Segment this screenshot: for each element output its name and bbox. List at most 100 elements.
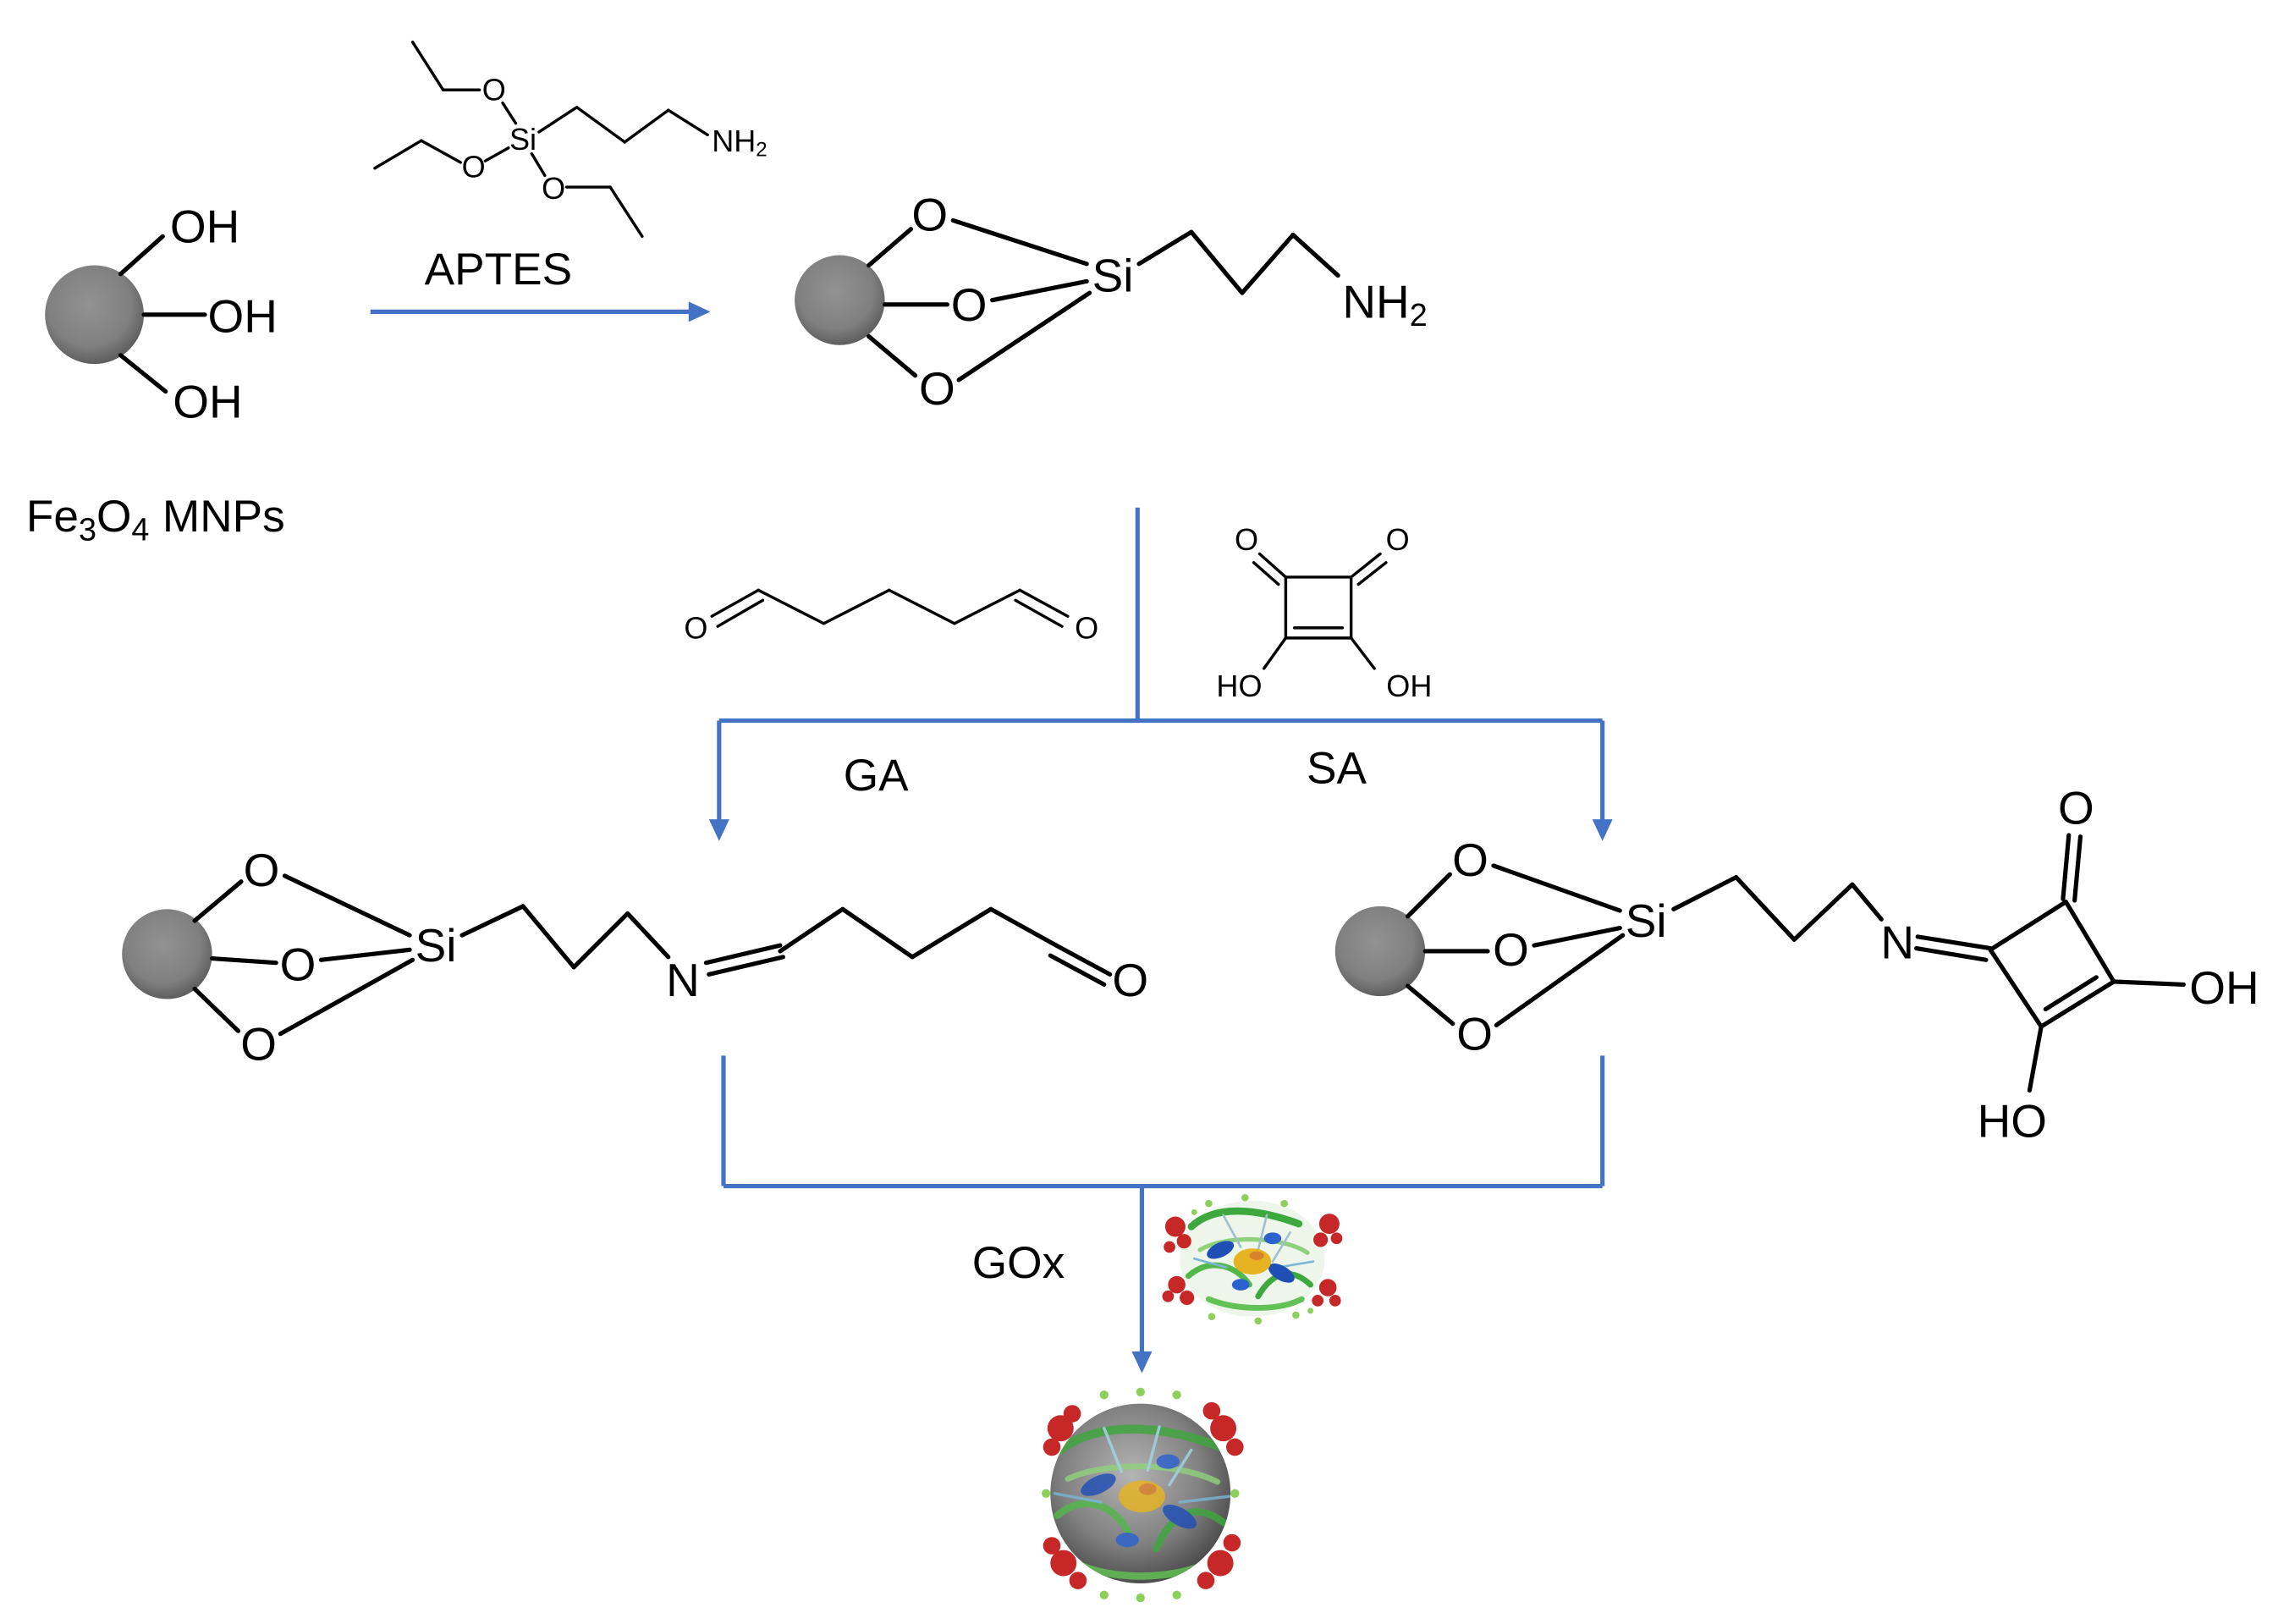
single-bond (1262, 636, 1288, 670)
gox-label: GOx (972, 1238, 1065, 1288)
nitrogen-label: N (666, 954, 700, 1006)
reaction-arrow (370, 301, 711, 322)
single-bond (625, 911, 671, 960)
protein-structure-icon (1162, 1193, 1343, 1325)
single-bond (1136, 229, 1194, 267)
nanoparticle-sphere (795, 255, 885, 345)
single-bond (530, 151, 547, 178)
single-bond (192, 986, 241, 1033)
single-bond (623, 108, 670, 144)
oxygen-label: O (1493, 923, 1529, 976)
single-bond (420, 139, 462, 164)
ring-bond (2063, 900, 2116, 984)
single-bond (373, 139, 423, 170)
single-bond (537, 106, 579, 134)
name-part: MNPs (162, 491, 285, 541)
single-bond (608, 185, 644, 238)
oxygen-label: O (482, 73, 506, 107)
single-bond (501, 101, 518, 125)
hydroxyl-label: OH (208, 290, 278, 343)
nanoparticle-sphere (45, 265, 144, 365)
hydroxyl-label: HO (1216, 669, 1262, 703)
name-part: O (96, 491, 131, 541)
aminated-nanoparticle: O O O Si NH2 (795, 189, 1428, 415)
oxygen-label: O (1235, 522, 1258, 557)
single-bond (953, 588, 1021, 625)
single-bond (1532, 926, 1622, 948)
single-bond (520, 904, 576, 970)
single-bond (1290, 232, 1340, 278)
ga-functionalized-nanoparticle: O O O Si N O (122, 844, 1148, 1071)
aptes-structure: O O O Si NH2 (373, 40, 768, 238)
single-bond (459, 904, 525, 938)
single-bond (1850, 882, 1884, 922)
amine-main: NH (1342, 275, 1409, 328)
single-bond (210, 955, 278, 966)
oxygen-label: O (951, 278, 988, 331)
oxygen-label: O (542, 171, 565, 206)
double-bond (2061, 833, 2083, 903)
fe3o4-nanoparticle: OH OH OH (45, 200, 278, 428)
oxygen-label: O (1386, 522, 1410, 557)
arrow-head (1592, 819, 1613, 841)
double-bond (1349, 552, 1388, 586)
oxygen-label: O (919, 362, 955, 415)
squaric-acid-structure: O O HO OH (1216, 522, 1432, 703)
silicon-label: Si (1092, 250, 1134, 302)
single-bond (278, 957, 415, 1037)
ring-bond (1988, 947, 2044, 1029)
single-bond (1494, 933, 1626, 1027)
hydroxyl-label: OH (2189, 961, 2259, 1014)
branch-connector (708, 507, 1613, 841)
single-bond (822, 588, 891, 625)
amine-label: NH2 (712, 124, 767, 161)
hydroxyl-label: OH (170, 200, 239, 252)
single-bond (667, 108, 709, 137)
double-bond (703, 943, 785, 977)
arrow-head (688, 301, 711, 322)
sa-functionalized-nanoparticle: O O O Si N O OH HO (1334, 781, 2259, 1147)
oxygen-label: O (244, 844, 280, 896)
amine-subscript: 2 (756, 138, 767, 161)
oxygen-label: O (2058, 781, 2094, 834)
amine-label: NH2 (1342, 275, 1427, 332)
sa-label: SA (1307, 744, 1367, 794)
silicon-label: Si (1626, 895, 1667, 947)
single-bond (910, 906, 993, 960)
single-bond (867, 333, 918, 378)
single-bond (956, 290, 1092, 383)
single-bond (867, 227, 914, 268)
name-subscript: 4 (131, 511, 149, 547)
single-bond (571, 911, 630, 970)
single-bond (778, 906, 845, 954)
oxygen-label: O (684, 610, 707, 645)
ring-bond (2039, 979, 2116, 1029)
single-bond (2027, 1024, 2044, 1093)
double-bond (1252, 552, 1288, 586)
double-bond (1014, 588, 1070, 628)
single-bond (757, 588, 826, 625)
single-bond (118, 234, 165, 277)
single-bond (887, 588, 956, 625)
name-subscript: 3 (79, 511, 96, 547)
single-bond (2111, 979, 2186, 987)
single-bond (118, 353, 168, 394)
nanoparticle-sphere (122, 909, 212, 999)
oxygen-label: O (240, 1018, 277, 1071)
single-bond (483, 146, 510, 162)
glutaraldehyde-structure: O O (684, 588, 1098, 645)
single-bond (575, 106, 626, 144)
oxygen-label: O (1452, 834, 1488, 886)
single-bond (1406, 983, 1455, 1027)
protein-shell (1041, 1387, 1244, 1603)
oxygen-label: O (462, 150, 486, 184)
hydroxyl-label: OH (1386, 669, 1432, 703)
amine-subscript: 2 (1410, 297, 1428, 333)
single-bond (318, 947, 412, 962)
single-bond (990, 278, 1089, 303)
single-bond (950, 217, 1089, 267)
oxygen-label: O (280, 938, 316, 990)
double-bond (1913, 934, 1993, 962)
